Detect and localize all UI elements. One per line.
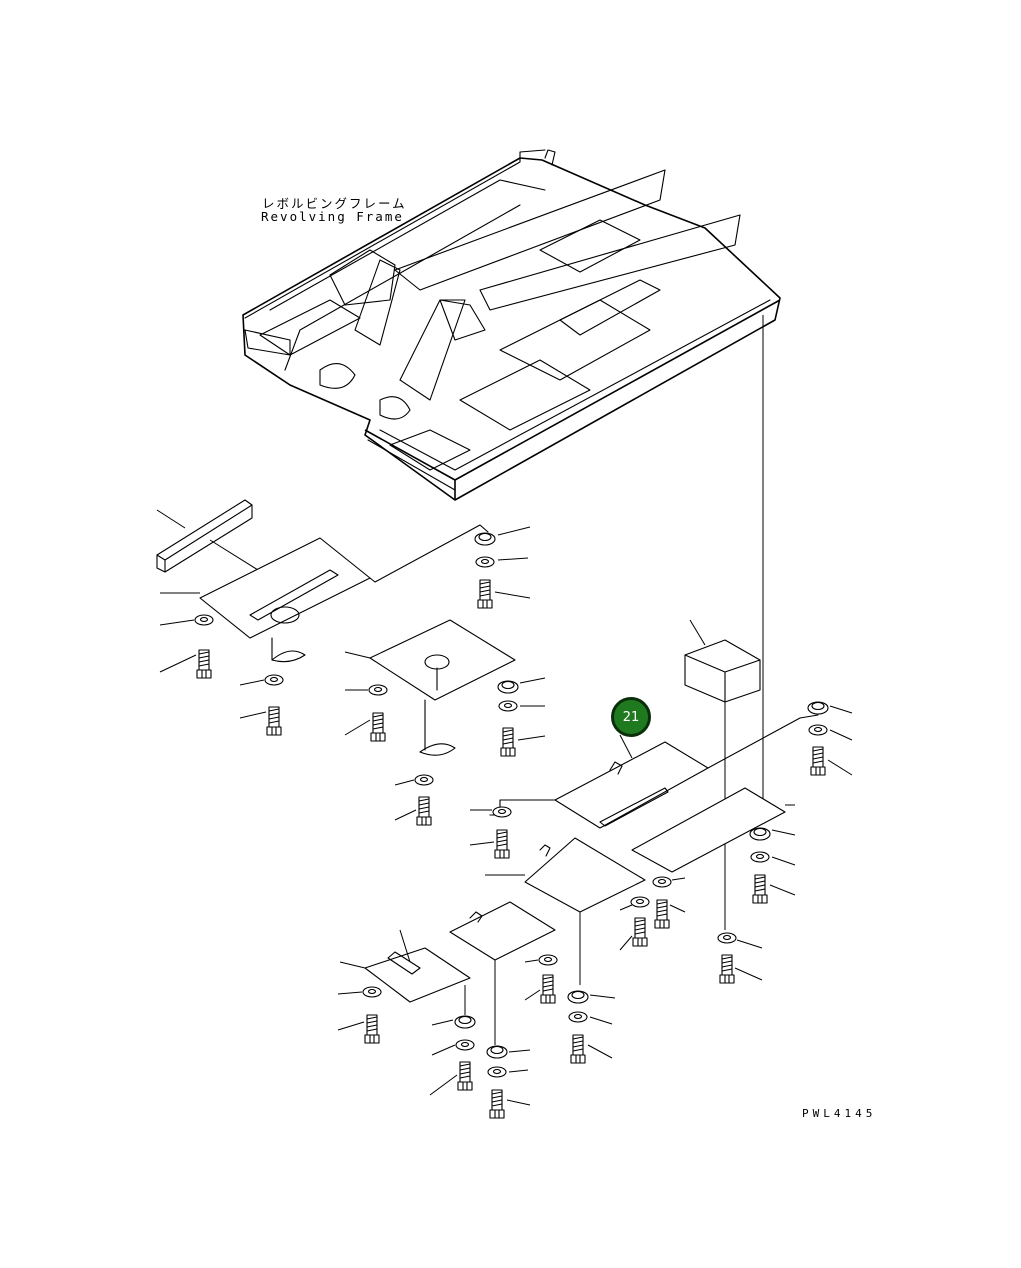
lower-plate-group xyxy=(339,837,646,1045)
frame-label-english: Revolving Frame xyxy=(261,209,404,224)
drawing-id: PWL4145 xyxy=(802,1107,877,1120)
bolt-icon xyxy=(477,579,493,609)
revolving-frame xyxy=(242,149,781,501)
center-left-plate xyxy=(344,619,516,756)
fastener-group xyxy=(159,526,853,1119)
left-cover-group xyxy=(156,499,489,663)
washer-icon xyxy=(474,532,496,546)
part-callout-21[interactable]: 21 xyxy=(611,697,651,737)
right-plate-group xyxy=(489,619,819,930)
frame-label-japanese: レボルビングフレーム xyxy=(262,196,407,211)
